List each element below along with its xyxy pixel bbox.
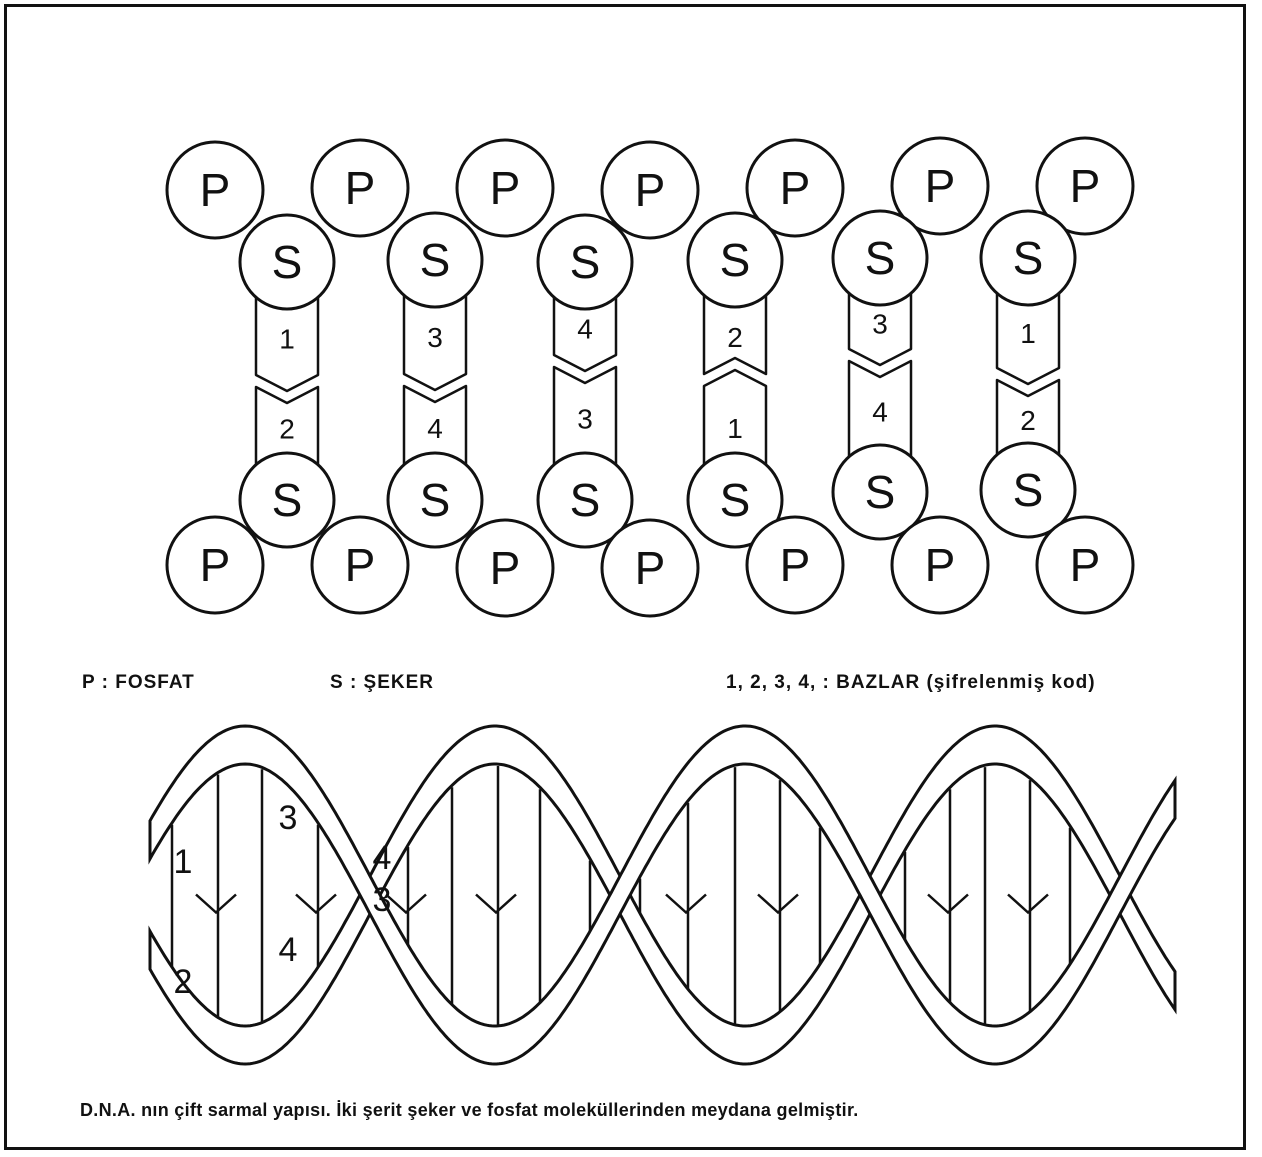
base-top-label: 3 <box>872 309 888 340</box>
svg-text:P: P <box>780 539 811 591</box>
phosphate-top: P <box>167 142 263 238</box>
base-bottom-label: 2 <box>279 414 295 445</box>
svg-text:S: S <box>570 474 601 526</box>
sugar-top: S <box>240 215 334 309</box>
base-bottom-label: 3 <box>577 404 593 435</box>
base-top-label: 2 <box>727 322 743 353</box>
svg-text:P: P <box>490 162 521 214</box>
phosphate-top: P <box>457 140 553 236</box>
svg-text:S: S <box>1013 232 1044 284</box>
figure-caption: D.N.A. nın çift sarmal yapısı. İki şerit… <box>80 1100 859 1121</box>
sugar-top: S <box>538 215 632 309</box>
base-top-label: 3 <box>427 322 443 353</box>
svg-text:P: P <box>925 160 956 212</box>
phosphate-top: P <box>312 140 408 236</box>
phosphate-bottom: P <box>167 517 263 613</box>
svg-text:P: P <box>490 542 521 594</box>
svg-text:P: P <box>635 164 666 216</box>
sugar-top: S <box>688 213 782 307</box>
svg-text:S: S <box>420 474 451 526</box>
base-bottom-label: 1 <box>727 413 743 444</box>
sugar-top: S <box>388 213 482 307</box>
svg-text:S: S <box>720 234 751 286</box>
legend-phosphate: P : FOSFAT <box>82 672 195 694</box>
svg-text:S: S <box>272 236 303 288</box>
phosphate-bottom: P <box>457 520 553 616</box>
svg-text:P: P <box>200 539 231 591</box>
base-bottom-label: 4 <box>427 413 443 444</box>
sugar-top: S <box>981 211 1075 305</box>
svg-text:P: P <box>345 539 376 591</box>
svg-text:S: S <box>420 234 451 286</box>
svg-text:S: S <box>570 236 601 288</box>
base-bottom-label: 4 <box>872 397 888 428</box>
svg-text:P: P <box>635 542 666 594</box>
svg-text:P: P <box>200 164 231 216</box>
svg-text:P: P <box>345 162 376 214</box>
legend-bases: 1, 2, 3, 4, : BAZLAR (şifrelenmiş kod) <box>726 672 1096 694</box>
svg-text:S: S <box>865 466 896 518</box>
svg-text:P: P <box>780 162 811 214</box>
sugar-top: S <box>833 211 927 305</box>
base-top-label: 4 <box>577 314 593 345</box>
sugar-bottom: S <box>388 453 482 547</box>
svg-text:P: P <box>1070 160 1101 212</box>
svg-text:P: P <box>925 539 956 591</box>
sugar-bottom: S <box>240 453 334 547</box>
svg-text:S: S <box>865 232 896 284</box>
phosphate-bottom: P <box>1037 517 1133 613</box>
svg-text:S: S <box>720 474 751 526</box>
svg-text:S: S <box>1013 464 1044 516</box>
svg-text:S: S <box>272 474 303 526</box>
phosphate-bottom: P <box>892 517 988 613</box>
phosphate-top: P <box>602 142 698 238</box>
base-bottom-label: 2 <box>1020 405 1036 436</box>
phosphate-bottom: P <box>312 517 408 613</box>
base-top-label: 1 <box>279 324 295 355</box>
base-top-label: 1 <box>1020 318 1036 349</box>
phosphate-bottom: P <box>747 517 843 613</box>
legend-sugar: S : ŞEKER <box>330 672 434 694</box>
svg-text:P: P <box>1070 539 1101 591</box>
phosphate-bottom: P <box>602 520 698 616</box>
